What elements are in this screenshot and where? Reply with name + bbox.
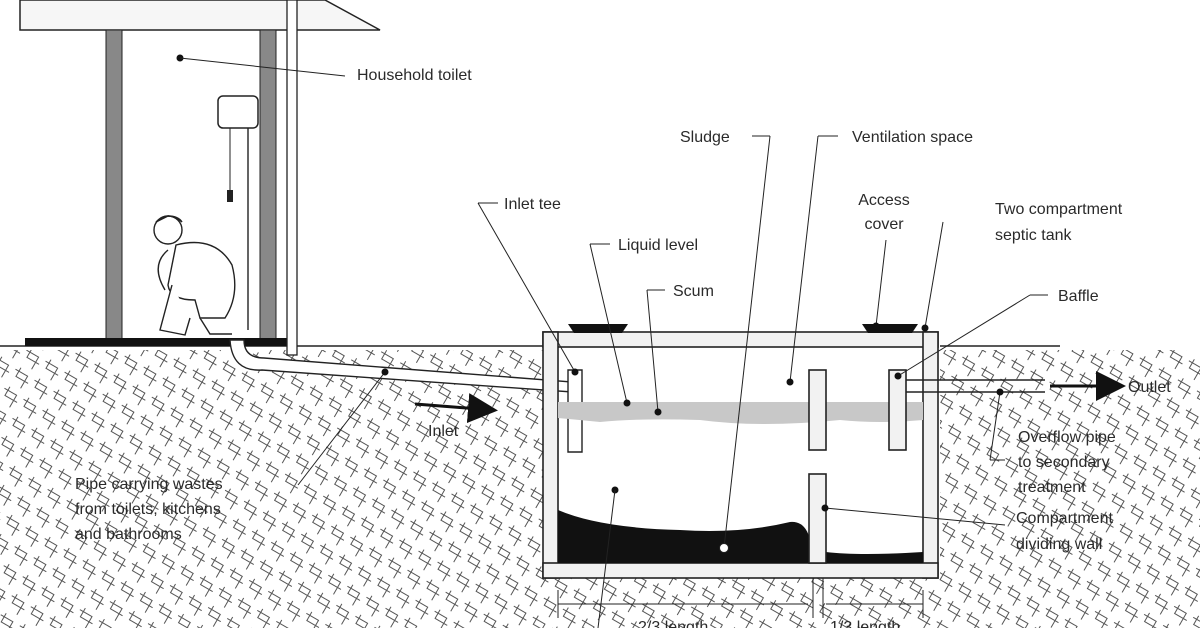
labels: Household toilet Sludge Ventilation spac… — [75, 67, 1171, 628]
sludge-layer — [558, 510, 812, 563]
label-one-third-length: 1/3 length — [830, 619, 900, 628]
label-sludge: Sludge — [680, 129, 730, 146]
label-dividing-wall: dividing wall — [1016, 536, 1102, 553]
inlet-arrow — [414, 393, 498, 424]
label-waste-pipe: Pipe carrying wastes — [75, 476, 223, 493]
label-overflow-pipe: to secondary — [1018, 454, 1110, 471]
toilet-shelter — [19, 0, 381, 356]
label-inlet-tee: Inlet tee — [504, 196, 561, 213]
label-two-compartment: Two compartment — [995, 201, 1123, 218]
label-overflow-pipe: treatment — [1018, 479, 1086, 496]
label-inlet: Inlet — [428, 423, 459, 440]
label-access-cover: cover — [864, 216, 904, 233]
label-baffle: Baffle — [1058, 288, 1099, 305]
label-access-cover: Access — [858, 192, 910, 209]
inlet-pipe — [229, 339, 583, 453]
label-dividing-wall: Compartment — [1016, 510, 1113, 527]
label-outlet: Outlet — [1128, 379, 1171, 396]
squatting-person — [153, 215, 236, 336]
label-household-toilet: Household toilet — [357, 67, 472, 84]
label-waste-pipe: from toilets, kitchens — [75, 501, 221, 518]
label-liquid-level: Liquid level — [618, 237, 698, 254]
label-waste-pipe: and bathrooms — [75, 526, 182, 543]
leader-lines — [176, 54, 1048, 628]
label-two-compartment: septic tank — [995, 227, 1072, 244]
label-ventilation-space: Ventilation space — [852, 129, 973, 146]
label-overflow-pipe: Overflow pipe — [1018, 429, 1116, 446]
septic-tank — [542, 324, 1126, 579]
scum-layer — [558, 402, 923, 424]
label-scum: Scum — [673, 283, 714, 300]
label-two-thirds-length: 2/3 length — [638, 619, 708, 628]
